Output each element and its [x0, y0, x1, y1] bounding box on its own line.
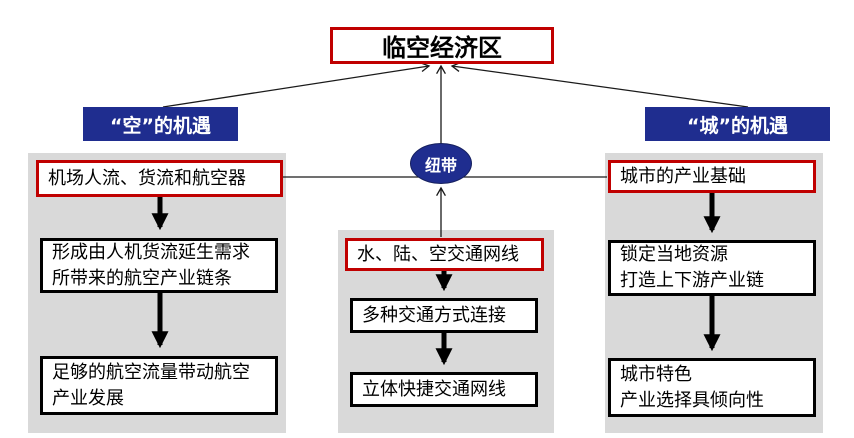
left-box-2: 形成由人机货流延生需求 所带来的航空产业链条	[40, 238, 278, 293]
left-box-3-label: 足够的航空流量带动航空 产业发展	[52, 361, 250, 409]
middle-box-3-label: 立体快捷交通网线	[362, 378, 506, 400]
right-box-3-label: 城市特色 产业选择具倾向性	[620, 363, 764, 411]
middle-box-1-label: 水、陆、空交通网线	[357, 243, 519, 265]
left-box-3: 足够的航空流量带动航空 产业发展	[40, 356, 278, 415]
middle-box-2: 多种交通方式连接	[350, 298, 538, 333]
right-box-1: 城市的产业基础	[608, 160, 816, 193]
middle-box-1: 水、陆、空交通网线	[345, 238, 544, 271]
left-box-2-label: 形成由人机货流延生需求 所带来的航空产业链条	[52, 241, 250, 289]
middle-box-3: 立体快捷交通网线	[350, 372, 538, 407]
right-section-header-label: “城”的机遇	[687, 114, 788, 137]
left-section-header: “空”的机遇	[83, 107, 238, 141]
link-right-header-to-title	[450, 62, 749, 108]
right-box-3: 城市特色 产业选择具倾向性	[608, 358, 816, 417]
right-box-2: 锁定当地资源 打造上下游产业链	[608, 240, 816, 296]
right-box-2-label: 锁定当地资源 打造上下游产业链	[620, 244, 764, 291]
hub-ellipse: 纽带	[410, 143, 472, 184]
title-box: 临空经济区	[330, 27, 554, 64]
title-label: 临空经济区	[382, 34, 502, 62]
hub-label: 纽带	[424, 155, 457, 175]
right-section-header: “城”的机遇	[645, 107, 830, 141]
link-left-header-to-title	[162, 62, 431, 108]
left-box-1-label: 机场人流、货流和航空器	[48, 167, 246, 189]
left-section-header-label: “空”的机遇	[110, 114, 211, 137]
left-box-1: 机场人流、货流和航空器	[36, 160, 283, 197]
middle-box-2-label: 多种交通方式连接	[362, 304, 506, 326]
right-box-1-label: 城市的产业基础	[620, 165, 746, 187]
